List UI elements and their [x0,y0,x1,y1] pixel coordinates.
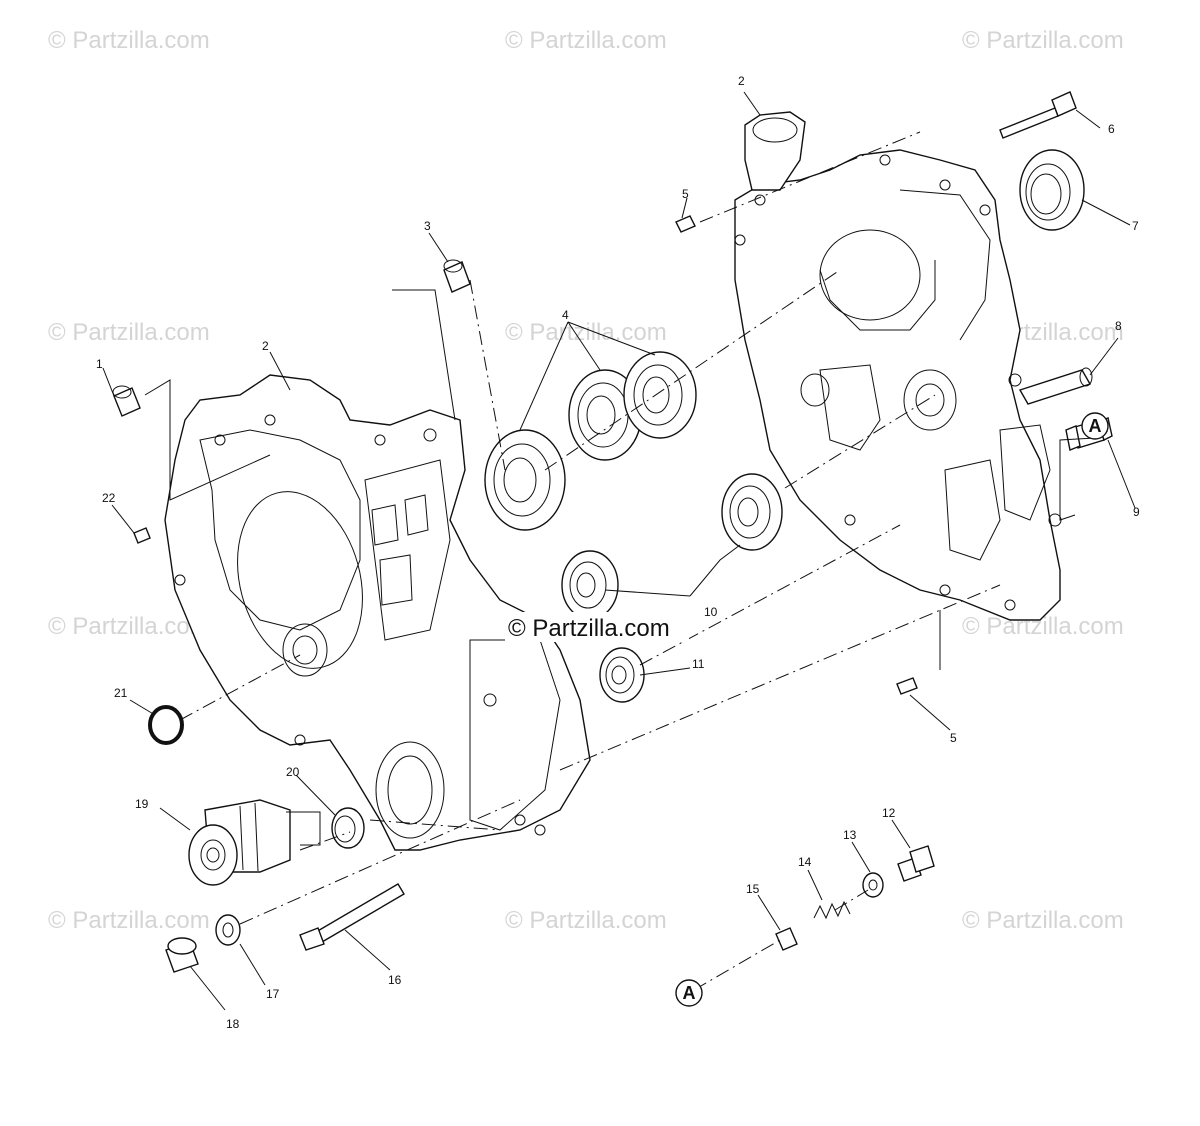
watermark: © Partzilla.com [505,319,667,346]
callout-5-bottom: 5 [950,731,957,745]
washer-13 [862,872,884,898]
dowel-pin-5-bottom [896,677,918,695]
callout-14: 14 [798,855,812,869]
callout-18: 18 [226,1017,240,1031]
center-lines [179,131,1001,991]
right-crankcase-half [734,111,1062,621]
bearing-4-a [484,429,566,531]
watermark: © Partzilla.com [962,27,1124,54]
callout-17: 17 [266,987,280,1001]
callout-5-top: 5 [682,187,689,201]
callout-7: 7 [1132,219,1139,233]
dowel-pin-5-top [675,215,696,233]
drain-plug-18 [165,937,199,973]
bearing-10-a [721,473,783,551]
reference-label: A [1089,416,1102,436]
left-crankcase-half [164,374,591,851]
callout-20: 20 [286,765,300,779]
callout-1: 1 [96,357,103,371]
callout-13: 13 [843,828,857,842]
watermark: © Partzilla.com [48,319,210,346]
bolt-16 [299,883,405,951]
plunger-15 [775,927,798,951]
callout-22: 22 [102,491,116,505]
watermark-layer: © Partzilla.com © Partzilla.com © Partzi… [48,27,1124,934]
bolt-6 [999,91,1077,139]
washer-17 [215,914,241,946]
reference-label: A [683,983,696,1003]
watermark: © Partzilla.com [505,907,667,934]
bearing-11 [599,647,645,703]
callout-2-right: 2 [738,74,745,88]
callout-15: 15 [746,882,760,896]
o-ring-21 [148,705,184,745]
bearing-10-b [561,550,619,620]
watermark: © Partzilla.com [962,907,1124,934]
callout-9: 9 [1133,505,1140,519]
callout-10: 10 [704,605,718,619]
callout-11: 11 [692,657,705,671]
callout-16: 16 [388,973,402,987]
callout-21: 21 [114,686,128,700]
watermark-center: © Partzilla.com [508,615,670,642]
callout-19: 19 [135,797,149,811]
watermark: © Partzilla.com [48,27,210,54]
bearing-4-c [623,351,697,439]
callout-6: 6 [1108,122,1115,136]
seal-7 [1019,149,1085,231]
callout-4: 4 [562,308,569,322]
reference-marker-a-top: A [1081,412,1109,440]
callout-2-left: 2 [262,339,269,353]
cap-19 [188,799,291,886]
callout-numbers: 1 2 2 3 4 5 5 6 7 8 9 10 11 12 13 14 15 … [96,74,1140,1031]
bushing-1 [112,385,141,417]
callout-8: 8 [1115,319,1122,333]
callout-3: 3 [424,219,431,233]
watermark: © Partzilla.com [505,27,667,54]
watermark: © Partzilla.com [48,907,210,934]
reference-marker-a-bottom: A [675,979,703,1007]
dowel-pin-22 [133,527,151,544]
callout-12: 12 [882,806,896,820]
seal-20 [331,807,365,849]
leader-lines [102,91,1136,1011]
center-watermark: © Partzilla.com [505,612,689,642]
watermark: © Partzilla.com [48,613,210,640]
dowel-pin-8 [1018,367,1093,405]
spring-14 [813,900,851,920]
bushing-3 [443,259,471,293]
plug-12 [897,845,935,882]
